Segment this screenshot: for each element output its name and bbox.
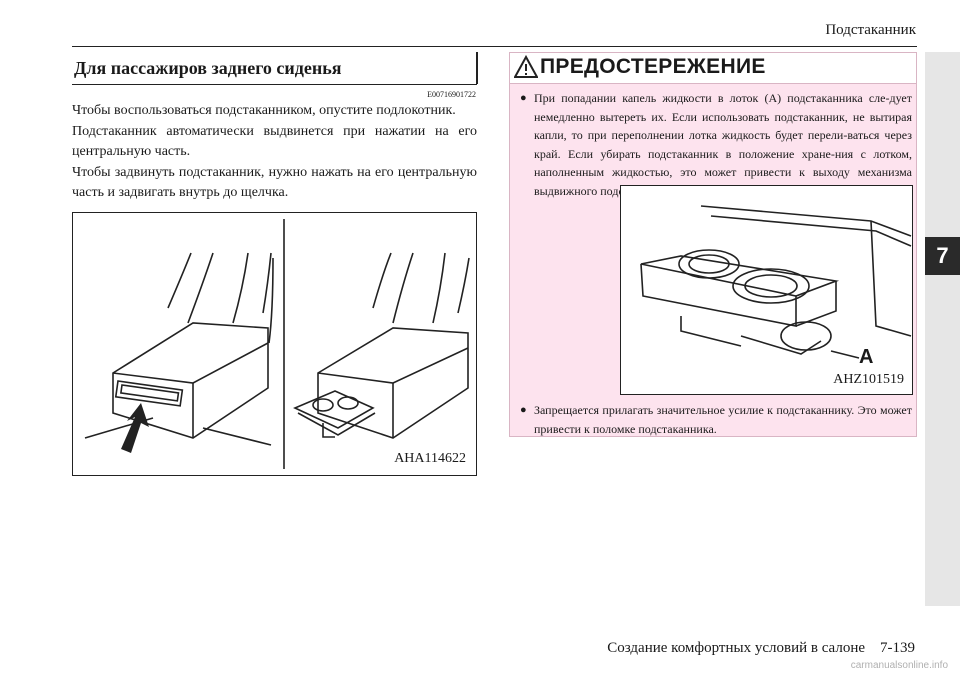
chapter-tab: 7 — [925, 237, 960, 275]
cupholder-illustration: A AHZ101519 — [620, 185, 913, 395]
figure-label: AHZ101519 — [831, 372, 906, 388]
watermark: carmanualsonline.info — [850, 660, 948, 671]
warning-item: ● Запрещается прилагать значительное уси… — [520, 401, 912, 438]
warning-title-bar — [509, 52, 917, 84]
section-heading-box — [72, 52, 477, 85]
reference-code: E00716901722 — [427, 90, 476, 99]
bullet-icon: ● — [520, 92, 527, 104]
armrest-drawing — [84, 219, 470, 469]
warning-triangle-icon — [514, 55, 538, 78]
chapter-sidebar — [925, 52, 960, 606]
heading-end-bar — [476, 52, 478, 84]
warning-item: ● При попадании капель жидкости в лоток … — [520, 89, 912, 200]
armrest-illustration: AHA114622 — [72, 212, 477, 476]
bullet-icon: ● — [520, 404, 527, 416]
callout-label: A — [859, 346, 874, 368]
section-heading: Для пассажиров заднего сиденья — [74, 58, 342, 78]
header-divider — [72, 46, 917, 47]
paragraph: Чтобы воспользоваться подстаканником, оп… — [72, 103, 456, 118]
page-header-title: Подстаканник — [825, 22, 916, 38]
warning-title: ПРЕДОСТЕРЕЖЕНИЕ — [540, 55, 766, 78]
cupholder-drawing — [640, 205, 912, 359]
paragraph: Чтобы задвинуть подстаканник, нужно нажа… — [72, 164, 477, 201]
section-body: Чтобы воспользоваться подстаканником, оп… — [72, 101, 477, 204]
paragraph: Подстаканник автоматически выдвинется пр… — [72, 123, 477, 160]
page-footer: Создание комфортных условий в салоне 7-1… — [607, 640, 915, 656]
warning-item-text: При попадании капель жидкости в лоток (А… — [534, 91, 912, 198]
figure-label: AHA114622 — [392, 451, 468, 467]
warning-item-text: Запрещается прилагать значительное усили… — [534, 403, 912, 436]
